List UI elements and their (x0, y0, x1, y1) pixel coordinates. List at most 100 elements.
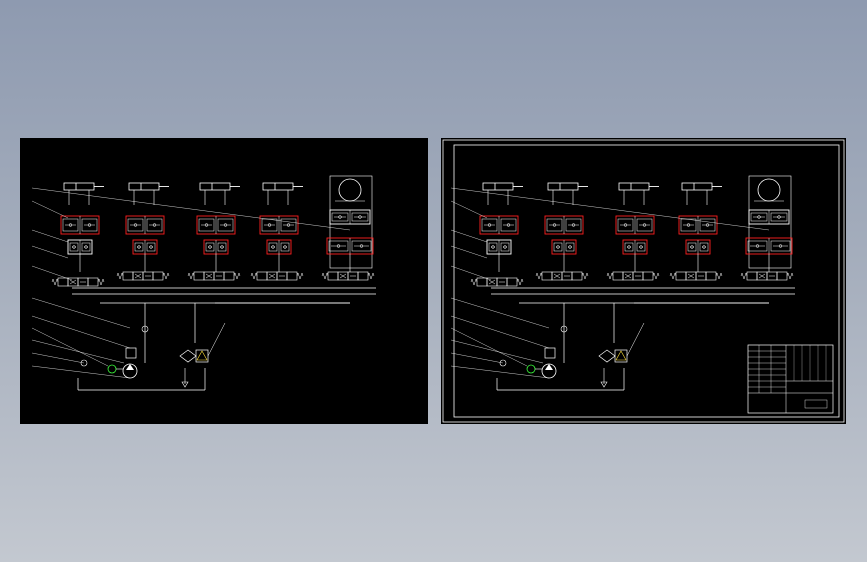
valve-ball (72, 245, 76, 249)
valve-cell (198, 218, 215, 232)
valve-cell (351, 240, 372, 252)
cylinder-barrel (681, 182, 713, 191)
valve-ball (705, 223, 710, 227)
pilot-valve-pair (266, 239, 292, 255)
valve-ball (491, 245, 495, 249)
directional-control-valve (51, 277, 105, 287)
dcv-spring-left (470, 278, 478, 286)
valve-cell (636, 218, 653, 232)
valve-ball (623, 223, 628, 227)
hydraulic-cylinder (547, 182, 588, 205)
hydraulic-cylinder (681, 182, 722, 205)
directional-control-valve (187, 271, 241, 281)
callout-leader (450, 200, 488, 219)
dcv-spring-right (162, 272, 170, 280)
directional-control-valve (250, 271, 304, 281)
callout-leader (450, 339, 544, 364)
callout-leader (450, 297, 550, 329)
valve-ball (642, 223, 647, 227)
valve-cell (770, 212, 788, 222)
pressure-gauge (560, 325, 568, 333)
callout-leader (31, 200, 69, 219)
dcv-arrow (339, 273, 347, 279)
schematic-group (450, 175, 795, 391)
valve-cell (565, 218, 582, 232)
directional-control-valve (669, 271, 723, 281)
dcv-spring-right (581, 272, 589, 280)
cooler-symbol (598, 349, 616, 363)
suction-filter (499, 359, 507, 367)
directional-control-valve (321, 271, 375, 281)
drawing-frame (442, 139, 845, 423)
valve-cell (280, 242, 290, 252)
valve-cell (205, 242, 215, 252)
motor-valve-block (329, 209, 371, 225)
pilot-valve-pair (685, 239, 711, 255)
callout-leader (450, 187, 770, 231)
dcv-cell (256, 271, 268, 281)
callout-leader (31, 315, 131, 349)
valve-cell (81, 218, 98, 232)
dcv-arrow (134, 273, 142, 279)
hydraulic-cylinder (262, 182, 303, 205)
pump-arrow (126, 364, 134, 370)
pilot-valve-pair (67, 239, 93, 255)
dcv-cell (327, 271, 339, 281)
dcv-spring-left (535, 272, 543, 280)
cooler-symbol (179, 349, 197, 363)
dcv-spring-right (652, 272, 660, 280)
dcv-spring-right (97, 278, 105, 286)
valve-cell (699, 242, 709, 252)
valve-cell (481, 218, 498, 232)
pilot-valve-pair (622, 239, 648, 255)
filter-element (615, 350, 627, 361)
hydraulic-cylinder (618, 182, 659, 205)
check-valve-pair (60, 215, 100, 235)
hydraulic-schematic-right (442, 139, 845, 423)
dcv-spring-right (786, 272, 794, 280)
dcv-cell (286, 271, 298, 281)
title-block (747, 344, 834, 414)
valve-ball (87, 223, 92, 227)
valve-ball (757, 215, 761, 219)
valve-ball (639, 245, 643, 249)
directional-control-valve (535, 271, 589, 281)
valve-ball (68, 223, 73, 227)
dcv-spring-right (367, 272, 375, 280)
dcv-spring-left (740, 272, 748, 280)
electric-motor-symbol (107, 364, 117, 374)
electric-motor-symbol (526, 364, 536, 374)
dcv-arrow (488, 279, 496, 285)
cylinder-barrel (618, 182, 650, 191)
valve-ball (568, 245, 572, 249)
dcv-spring-right (715, 272, 723, 280)
dcv-cell (675, 271, 687, 281)
valve-ball (137, 245, 141, 249)
dcv-cell (152, 271, 164, 281)
valve-cell (217, 242, 227, 252)
dcv-cell (541, 271, 553, 281)
callout-leader (31, 187, 351, 231)
dcv-cell (87, 277, 99, 287)
hydraulic-motor (335, 178, 365, 202)
valve-cell (747, 240, 768, 252)
motor-valve-block (748, 209, 790, 225)
valve-cell (351, 212, 369, 222)
hydraulic-motor (754, 178, 784, 202)
valve-ball (133, 223, 138, 227)
dcv-spring-left (321, 272, 329, 280)
directional-control-valve (470, 277, 524, 287)
dcv-cell (642, 271, 654, 281)
dcv-arrow (268, 273, 276, 279)
cylinder-barrel (63, 182, 95, 191)
valve-ball (220, 245, 224, 249)
pilot-valve-pair (132, 239, 158, 255)
callout-leader (450, 315, 550, 349)
callout-leader (31, 365, 131, 379)
dcv-spring-right (516, 278, 524, 286)
valve-ball (358, 215, 362, 219)
suction-filter (80, 359, 88, 367)
hydraulic-cylinder (482, 182, 523, 205)
callout-leader (450, 327, 528, 367)
dcv-cell (776, 271, 788, 281)
